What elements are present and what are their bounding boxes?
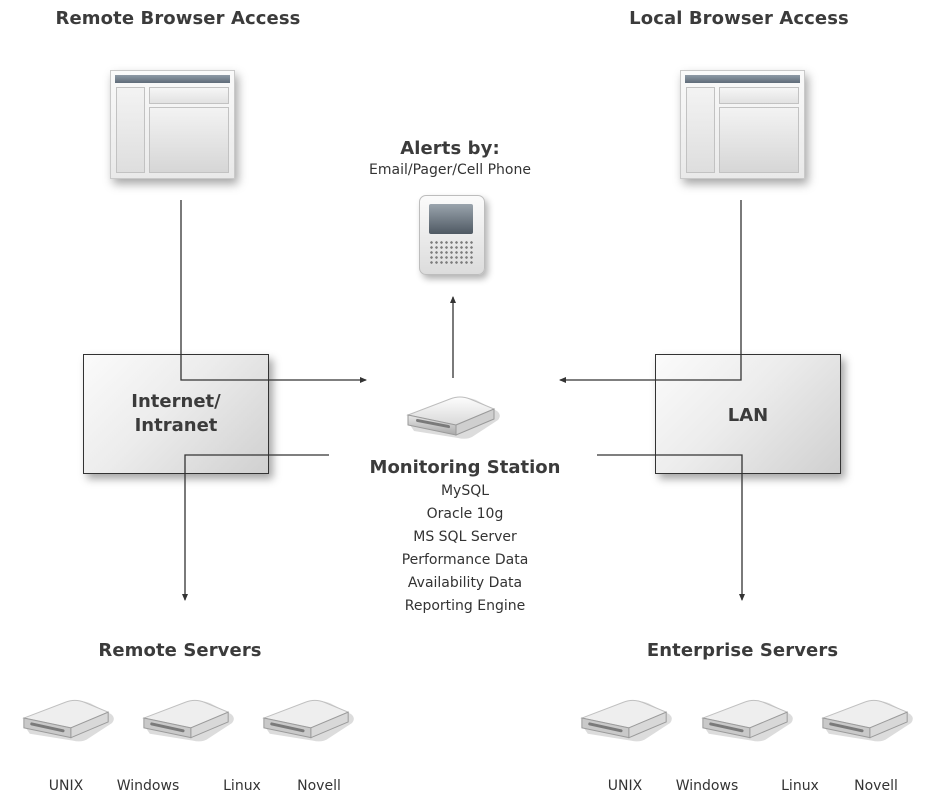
monitoring-item: Reporting Engine [404,598,526,614]
remote-servers-heading: Remote Servers [98,640,262,661]
monitoring-item: Availability Data [407,575,523,591]
lan-box [655,354,841,474]
remote-browser-to-monitoring-line [180,200,367,383]
local-browser-access-heading: Local Browser Access [629,8,849,29]
pager-icon [419,195,485,275]
monitoring-item: MS SQL Server [413,529,517,545]
enterprise-servers-heading: Enterprise Servers [646,640,839,661]
server-drive-icon [142,699,234,742]
monitoring-to-remote-servers-line [182,454,329,601]
enterprise-server-label-novell: Novell [854,778,898,794]
remote-server-label-unix: UNIX [48,778,84,794]
enterprise-server-label-windows: Windows [675,778,739,794]
enterprise-server-label-linux: Linux [781,778,819,794]
server-drive-icon [701,699,793,742]
internet-intranet-label: Internet/ Intranet [83,390,269,438]
monitoring-item: MySQL [440,483,490,499]
monitoring-item: Performance Data [401,552,529,568]
internet-label-line2: Intranet [134,415,218,436]
server-drive-icon [580,699,672,742]
alerts-subtitle: Email/Pager/Cell Phone [369,162,531,178]
internet-label-line1: Internet/ [131,391,221,412]
remote-browser-icon [110,70,235,179]
remote-browser-access-heading: Remote Browser Access [55,8,301,29]
monitoring-station-icon [406,396,500,439]
local-browser-icon [680,70,805,179]
remote-server-label-novell: Novell [297,778,341,794]
server-drive-icon [262,699,354,742]
monitoring-to-enterprise-servers-line [597,454,745,601]
remote-server-label-linux: Linux [223,778,261,794]
enterprise-server-label-unix: UNIX [607,778,643,794]
server-drive-icon [821,699,913,742]
monitoring-station-block: Monitoring Station MySQL Oracle 10g MS S… [330,456,600,618]
lan-label: LAN [727,405,769,426]
monitoring-item: Oracle 10g [426,506,504,522]
monitoring-station-title: Monitoring Station [369,457,561,478]
local-browser-to-monitoring-line [559,200,742,383]
remote-server-label-windows: Windows [116,778,180,794]
alerts-title: Alerts by: [400,138,500,159]
server-drive-icon [22,699,114,742]
